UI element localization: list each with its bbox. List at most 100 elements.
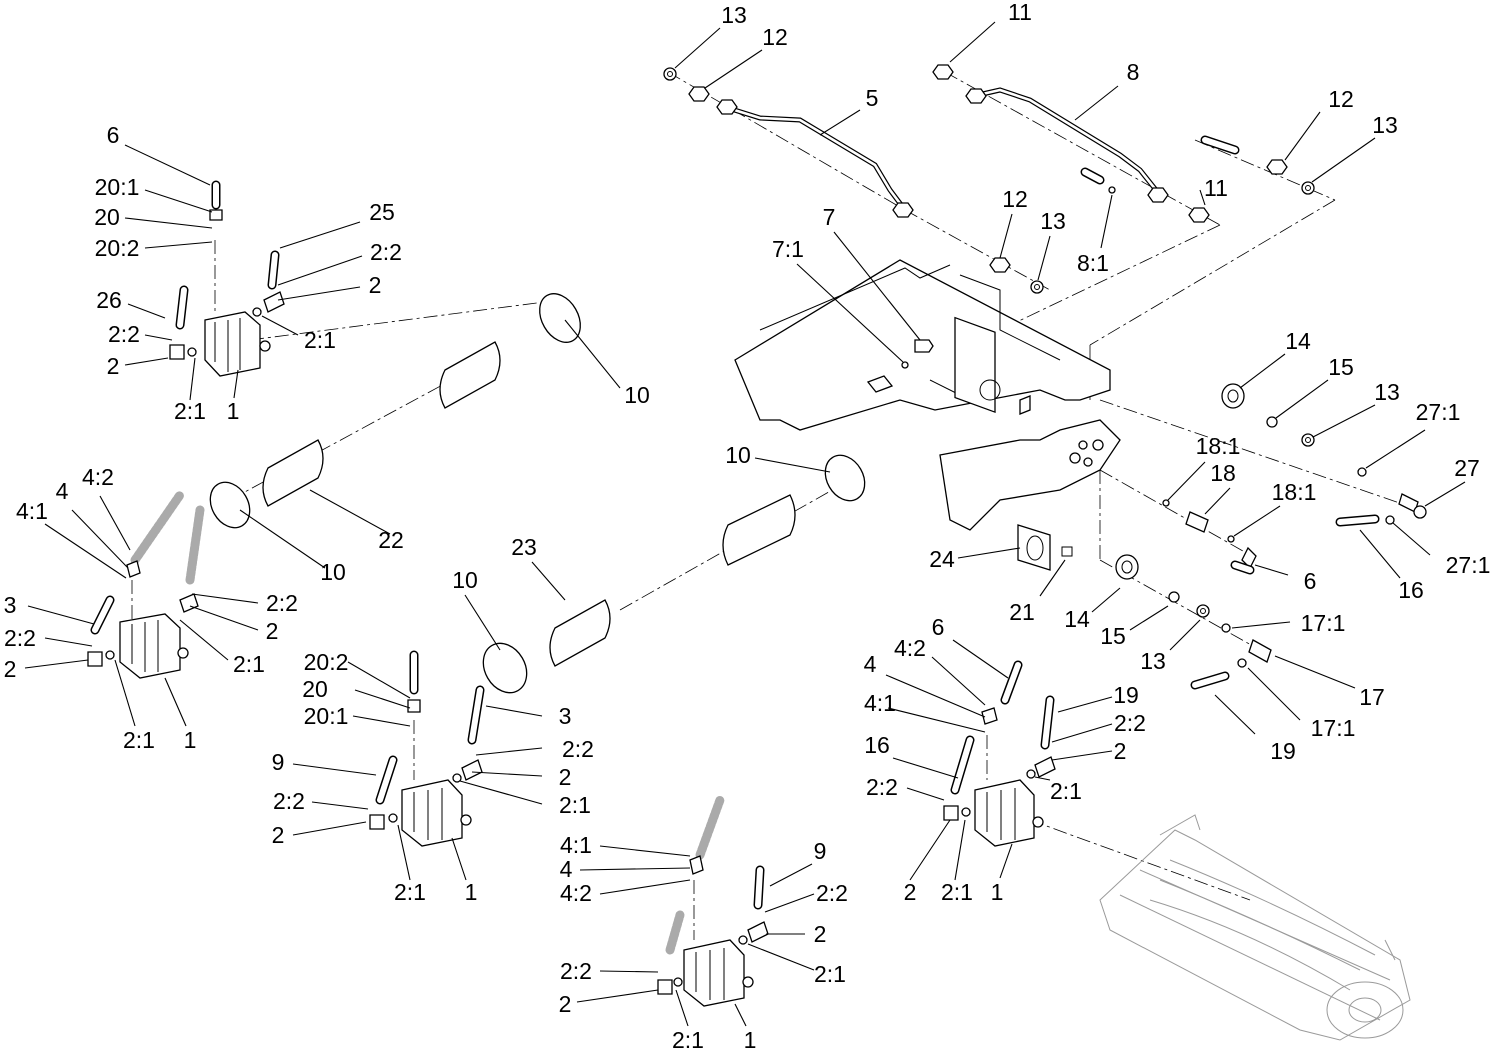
callout-19: 19 (1270, 738, 1296, 764)
motor-assembly-4 (943, 660, 1056, 847)
callout-2-2: 2:2 (273, 788, 305, 814)
cutting-unit-reel (1099, 814, 1411, 1041)
callout-25: 25 (369, 199, 395, 225)
callout-2-1: 2:1 (814, 961, 846, 987)
callout-18-1: 18:1 (1196, 433, 1241, 459)
callout-2: 2 (369, 272, 382, 298)
callout-20-1: 20:1 (304, 703, 349, 729)
callout-11: 11 (1008, 0, 1032, 25)
leader-lines (24, 21, 1466, 1027)
callout-23: 23 (511, 534, 537, 560)
callout-2-1: 2:1 (941, 879, 973, 905)
callout-20-2: 20:2 (304, 649, 349, 675)
tube-5 (716, 99, 914, 218)
callout-17-1: 17:1 (1301, 610, 1346, 636)
callout-20-1: 20:1 (95, 174, 140, 200)
callout-2-1: 2:1 (123, 727, 155, 753)
callout-2-1: 2:1 (304, 327, 336, 353)
callout-12: 12 (762, 24, 788, 50)
callout-26: 26 (96, 287, 122, 313)
callout-2-1: 2:1 (394, 879, 426, 905)
callout-2-1: 2:1 (233, 651, 265, 677)
callout-2-2: 2:2 (560, 958, 592, 984)
callout-2-2: 2:2 (866, 774, 898, 800)
callout-2-2: 2:2 (108, 321, 140, 347)
callout-10: 10 (452, 567, 478, 593)
callout-7-1: 7:1 (772, 236, 804, 262)
callout-2-2: 2:2 (4, 625, 36, 651)
callout-13: 13 (1372, 112, 1398, 138)
callout-4-2: 4:2 (894, 635, 926, 661)
callout-1: 1 (184, 727, 197, 753)
callout-1: 1 (227, 398, 240, 424)
callout-11: 11 (1204, 175, 1228, 201)
callout-21: 21 (1009, 599, 1035, 625)
callout-1: 1 (991, 879, 1004, 905)
callout-4-2: 4:2 (560, 880, 592, 906)
callout-2: 2 (904, 879, 917, 905)
callout-6: 6 (107, 122, 120, 148)
callout-14: 14 (1064, 606, 1090, 632)
callout-15: 15 (1328, 354, 1354, 380)
callout-27: 27 (1454, 455, 1480, 481)
callout-20: 20 (302, 676, 328, 702)
callout-5: 5 (866, 85, 879, 111)
callout-14: 14 (1285, 328, 1311, 354)
callout-2-2: 2:2 (816, 880, 848, 906)
callout-15: 15 (1100, 623, 1126, 649)
callout-18: 18 (1210, 460, 1236, 486)
callout-8: 8 (1127, 59, 1140, 85)
callout-1: 1 (744, 1027, 757, 1053)
callout-4-1: 4:1 (864, 690, 896, 716)
callout-labels: 13 12 11 8 5 12 13 11 12 13 8:1 7 7:1 12… (4, 0, 1491, 1053)
callout-2-2: 2:2 (370, 239, 402, 265)
callout-12: 12 (1002, 186, 1028, 212)
callout-2: 2 (1114, 738, 1127, 764)
callout-16: 16 (864, 732, 890, 758)
callout-2-2: 2:2 (562, 736, 594, 762)
callout-4-1: 4:1 (16, 498, 48, 524)
callout-13: 13 (1140, 648, 1166, 674)
callout-17-1: 17:1 (1311, 715, 1356, 741)
callout-1: 1 (465, 879, 478, 905)
callout-9: 9 (272, 749, 285, 775)
callout-3: 3 (559, 703, 572, 729)
callout-22: 22 (378, 527, 404, 553)
callout-7: 7 (823, 204, 836, 230)
callout-13: 13 (721, 2, 747, 28)
callout-17: 17 (1359, 684, 1385, 710)
callout-27-1: 27:1 (1446, 552, 1491, 578)
callout-4: 4 (56, 478, 69, 504)
callout-19: 19 (1113, 682, 1139, 708)
callout-10: 10 (320, 559, 346, 585)
motor-assembly-3 (369, 650, 485, 847)
callout-20-2: 20:2 (95, 235, 140, 261)
motor-assembly-5 (657, 795, 769, 1007)
callout-2: 2 (4, 656, 17, 682)
couplers-and-clamps (209, 293, 866, 694)
callout-2-1: 2:1 (1050, 778, 1082, 804)
callout-18-1: 18:1 (1272, 479, 1317, 505)
callout-8-1: 8:1 (1077, 250, 1109, 276)
callout-2-1: 2:1 (559, 792, 591, 818)
callout-2: 2 (266, 618, 279, 644)
callout-4-2: 4:2 (82, 464, 114, 490)
callout-2: 2 (107, 353, 120, 379)
callout-2: 2 (272, 822, 285, 848)
frame-bracket (734, 259, 1121, 571)
callout-6: 6 (932, 614, 945, 640)
callout-4-1: 4:1 (560, 832, 592, 858)
callout-2: 2 (559, 764, 572, 790)
tube-8 (965, 87, 1169, 203)
callout-13: 13 (1040, 208, 1066, 234)
callout-27-1: 27:1 (1416, 399, 1461, 425)
callout-9: 9 (814, 838, 827, 864)
callout-24: 24 (929, 546, 955, 572)
right-fittings (1115, 383, 1427, 690)
callout-16: 16 (1398, 577, 1424, 603)
motor-assembly-2 (87, 490, 205, 679)
callout-20: 20 (94, 204, 120, 230)
callout-3: 3 (4, 592, 17, 618)
top-fittings (663, 64, 1315, 294)
